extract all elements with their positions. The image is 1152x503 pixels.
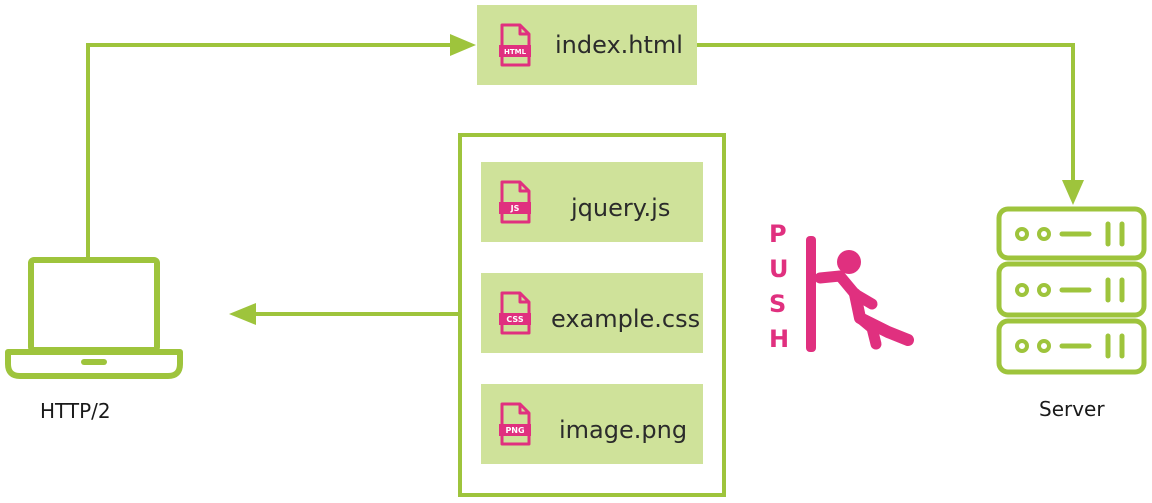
pushed-file-name: image.png (559, 416, 688, 444)
push-letter: S (769, 290, 787, 318)
index-file-name: index.html (555, 31, 683, 59)
pushed-file-box: JS jquery.js (481, 162, 703, 242)
forward-arrowhead (1062, 180, 1084, 205)
pushed-files-bundle (458, 133, 726, 497)
laptop-icon (5, 257, 183, 379)
push-letter: P (769, 220, 787, 248)
push-letter: H (769, 325, 790, 353)
request-arrow (86, 43, 452, 258)
html-file-icon: HTML (499, 23, 531, 67)
client-label: HTTP/2 (40, 399, 111, 423)
png-file-icon-tag: PNG (505, 426, 524, 435)
html-file-icon-tag: HTML (504, 48, 527, 56)
png-file-icon: PNG (499, 402, 531, 446)
push-letter: U (769, 255, 789, 283)
person-pushing-icon (806, 236, 914, 352)
css-file-icon-tag: CSS (506, 315, 523, 324)
index-html-box: HTML index.html (477, 5, 697, 85)
css-file-icon: CSS (499, 291, 531, 335)
pushed-file-name: example.css (551, 305, 701, 333)
pushed-file-name: jquery.js (571, 194, 671, 222)
server-label: Server (1039, 397, 1105, 421)
pushed-file-box: PNG image.png (481, 384, 703, 464)
js-file-icon-tag: JS (510, 204, 520, 213)
pushed-file-box: CSS example.css (481, 273, 703, 353)
push-response-arrowhead (229, 303, 256, 325)
server-rack-icon (996, 206, 1147, 375)
forward-arrow (697, 43, 1075, 180)
request-arrowhead (450, 34, 476, 56)
js-file-icon: JS (499, 180, 531, 224)
